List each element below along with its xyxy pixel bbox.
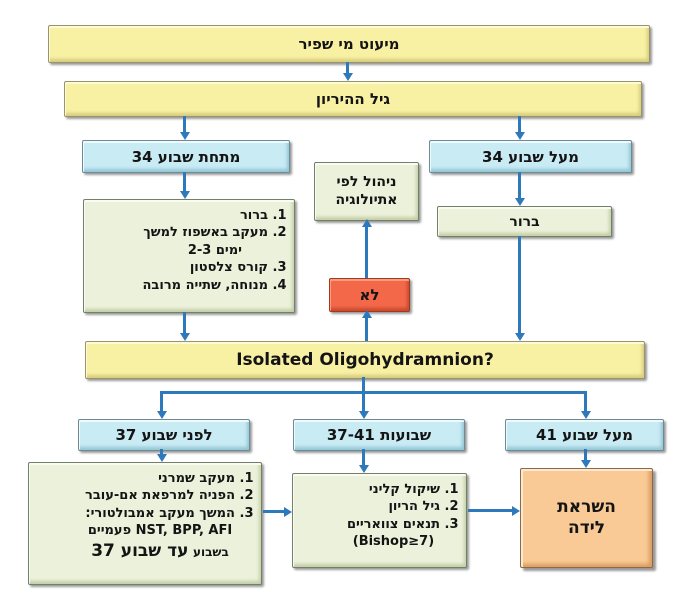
node-title-label: מיעוט מי שפיר: [298, 35, 400, 53]
plan-item-conservative: מעקב שמרני: [158, 471, 235, 486]
induction-line1: השראת: [557, 496, 616, 517]
weeks3741-label: שבועות 37-41: [326, 426, 432, 444]
node-manage-by-etiology: ניהול לפי אתיולוגיה: [314, 162, 419, 221]
connector-vertical: [362, 377, 365, 393]
node-before37-plan-list: מעקב שמרני הפניה למרפאת אם-עובר המשך מעק…: [28, 462, 262, 585]
list-item: קורס צלסטון: [143, 259, 268, 276]
workup-item-admission: מעקב באשפוז למשך: [143, 225, 268, 241]
over41-label: מעל שבוע 41: [536, 426, 633, 444]
workup-item-clear: ברור: [239, 208, 268, 223]
list-item: גיל הריון: [347, 498, 440, 515]
node-under-week-34: מתחת שבוע 34: [82, 140, 290, 173]
workup-item-celestone: קורס צלסטון: [189, 260, 268, 276]
arrow-to-before37: [156, 393, 167, 419]
consideration-cervical: תנאים צוואריים: [346, 516, 440, 532]
consideration-clinical: שיקול קליני: [368, 482, 440, 497]
node-gestage-label: גיל ההיריון: [315, 90, 391, 108]
arrow-title-to-gestage: [342, 62, 353, 81]
plan-item-until-week37: בשבוע עד שבוע 37: [85, 540, 235, 563]
list-item: תנאים צוואריים (Bishop≥7): [347, 516, 440, 551]
list-item: שיקול קליני: [347, 481, 440, 498]
plan-item-clinic-referral: הפניה למרפאת אם-עובר: [85, 488, 235, 504]
arrow-isolated-to-no: [361, 310, 372, 341]
arrow-gestage-to-over34: [514, 116, 525, 140]
consideration-bishop: (Bishop≥7): [352, 534, 435, 550]
arrow-over34-to-clear: [514, 172, 525, 206]
node-over-week-41: מעל שבוע 41: [505, 419, 664, 451]
etiology-line2: אתיולוגיה: [335, 191, 398, 208]
plan-item-tests: NST, BPP, AFI פעמיים: [87, 523, 233, 539]
node-over-week-34: מעל שבוע 34: [429, 140, 632, 173]
node-weeks3741-considerations-list: שיקול קליני גיל הריון תנאים צוואריים (Bi…: [292, 473, 467, 568]
node-no: לא: [329, 278, 410, 312]
node-isolated-question: Isolated Oligohydramnion?: [85, 341, 645, 379]
plan-item-ambulatory: המשך מעקב אמבולטורי:: [85, 505, 235, 521]
arrow-before37-to-list: [156, 449, 167, 462]
connector-horizontal: [160, 391, 587, 394]
arrow-weeks3741-to-list: [358, 449, 369, 473]
node-under34-workup-list: ברור מעקב באשפוז למשך 2-3 ימים קורס צלסט…: [83, 199, 295, 313]
arrow-workup-to-isolated: [179, 312, 190, 341]
arrow-clear-to-isolated: [514, 236, 525, 341]
list-item: מעקב באשפוז למשך 2-3 ימים: [143, 224, 268, 259]
list-item: מנוחה, שתייה מרובה: [143, 277, 269, 294]
arrow-considerations-to-induction: [468, 505, 520, 516]
arrow-gestage-to-under34: [179, 116, 190, 140]
clear-right-label: ברור: [509, 213, 540, 230]
until-week37-big: עד שבוע 37: [91, 540, 189, 561]
workup-item-rest: מנוחה, שתייה מרובה: [142, 277, 269, 293]
arrow-before37list-to-considerations: [263, 506, 292, 517]
node-over34-label: מעל שבוע 34: [482, 147, 579, 166]
node-gestational-age: גיל ההיריון: [64, 81, 642, 117]
arrow-no-to-etiology: [361, 219, 372, 278]
before37-plan-items: מעקב שמרני הפניה למרפאת אם-עובר המשך מעק…: [79, 470, 261, 562]
under34-workup-items: ברור מעקב באשפוז למשך 2-3 ימים קורס צלסט…: [137, 207, 295, 294]
arrow-to-weeks3741: [358, 393, 369, 419]
etiology-line1: ניהול לפי: [336, 174, 397, 190]
induction-line2: לידה: [568, 518, 605, 538]
consideration-gestage: גיל הריון: [388, 499, 440, 515]
list-item: הפניה למרפאת אם-עובר: [85, 487, 235, 504]
node-before-week-37: לפני שבוע 37: [78, 419, 250, 451]
until-week37-small: בשבוע: [192, 544, 229, 559]
list-item: המשך מעקב אמבולטורי: NST, BPP, AFI פעמיי…: [85, 505, 235, 563]
node-clear-right: ברור: [437, 206, 612, 237]
arrow-to-over41: [580, 393, 591, 419]
list-item: ברור: [143, 207, 268, 224]
node-oligohydramnios-title: מיעוט מי שפיר: [48, 25, 650, 63]
list-item: מעקב שמרני: [85, 470, 235, 487]
isolated-question-label: Isolated Oligohydramnion?: [236, 350, 494, 370]
considerations-items: שיקול קליני גיל הריון תנאים צוואריים (Bi…: [341, 481, 466, 551]
before37-label: לפני שבוע 37: [115, 426, 213, 444]
workup-item-days: 2-3 ימים: [187, 242, 242, 258]
node-labor-induction: השראת לידה: [520, 468, 653, 568]
node-weeks-37-41: שבועות 37-41: [293, 419, 465, 451]
node-under34-label: מתחת שבוע 34: [131, 147, 241, 166]
no-label: לא: [359, 286, 380, 304]
arrow-over41-to-induction: [580, 449, 591, 468]
arrow-under34-to-workup: [179, 172, 190, 199]
